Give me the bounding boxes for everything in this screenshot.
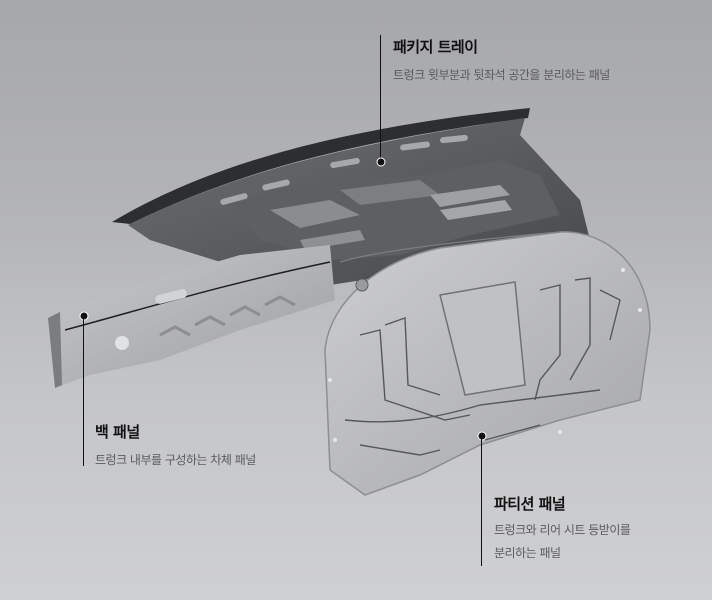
- partition-panel-part: [324, 231, 651, 496]
- partition-panel-description-line-2: 분리하는 패널: [494, 546, 561, 560]
- partition-panel-description: 트렁크와 리어 시트 등받이를 분리하는 패널: [494, 519, 631, 565]
- package-tray-description: 트렁크 윗부분과 뒷좌석 공간을 분리하는 패널: [393, 68, 610, 82]
- partition-panel-description-line-1: 트렁크와 리어 시트 등받이를: [494, 523, 631, 537]
- back-panel-leader-line: [83, 316, 84, 466]
- package-tray-label: 패키지 트레이 트렁크 윗부분과 뒷좌석 공간을 분리하는 패널: [393, 38, 610, 87]
- partition-panel-marker-dot: [477, 431, 487, 441]
- back-panel-description: 트렁크 내부를 구성하는 차체 패널: [95, 453, 256, 467]
- package-tray-leader-line: [380, 35, 381, 162]
- back-panel-marker-dot: [79, 311, 89, 321]
- back-panel-title: 백 패널: [95, 423, 140, 441]
- back-panel-label: 백 패널 트렁크 내부를 구성하는 차체 패널: [95, 423, 256, 472]
- back-panel-part: [48, 245, 335, 388]
- package-tray-marker-dot: [376, 157, 386, 167]
- partition-panel-label: 파티션 패널 트렁크와 리어 시트 등받이를 분리하는 패널: [494, 495, 631, 565]
- partition-panel-title: 파티션 패널: [494, 495, 566, 513]
- package-tray-title: 패키지 트레이: [393, 38, 478, 56]
- partition-panel-leader-line: [481, 436, 482, 566]
